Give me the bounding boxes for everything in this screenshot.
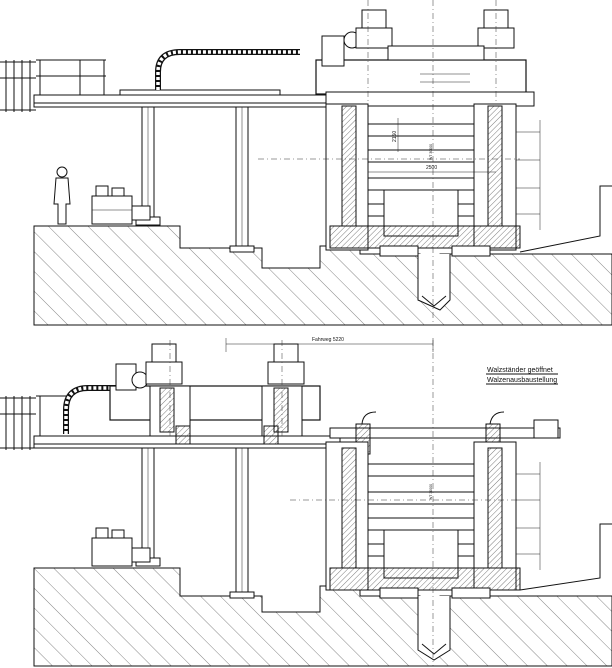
foundation-bottom xyxy=(33,567,612,667)
pit-bottom xyxy=(417,596,451,661)
railing-left-top xyxy=(0,59,106,112)
dimensions-top: 2500 2150 WT 30000 xyxy=(368,118,496,173)
title-line-1: Walzständer geöffnet xyxy=(487,367,553,374)
railing-left-bottom xyxy=(0,395,70,450)
title-block: Walzständer geöffnet Walzenausbaustellun… xyxy=(486,367,558,385)
foundation-top xyxy=(33,225,612,326)
person-figure-top xyxy=(53,166,71,225)
drive-unit-bottom xyxy=(91,527,151,567)
platform-beam-top xyxy=(33,87,361,109)
dimension-label-wt-bottom: WT 30000 xyxy=(429,484,433,500)
dimension-label-height: 2150 xyxy=(392,131,398,142)
title-line-2: Walzenausbaustellung xyxy=(487,377,557,384)
drive-unit-top xyxy=(91,185,151,225)
roll-stand-top xyxy=(325,103,541,257)
roll-stand-bottom xyxy=(325,411,541,599)
bottom-view: Fahrweg 5220 Walzständer geöffnet Walzen… xyxy=(0,337,612,667)
top-view: 2500 2150 WT 30000 xyxy=(0,0,612,326)
dimension-label-width: 2500 xyxy=(426,165,437,171)
dimension-label-wt: WT 30000 xyxy=(429,144,433,160)
cable-carrier-top xyxy=(155,49,300,90)
upper-frame-top xyxy=(315,9,535,107)
travel-dimension-label: Fahrweg 5220 xyxy=(312,337,344,343)
cable-carrier-bottom xyxy=(63,385,120,434)
upper-frame-bottom xyxy=(109,340,321,445)
pit-top xyxy=(417,254,451,311)
support-columns-top xyxy=(135,106,255,253)
travel-dimension: Fahrweg 5220 xyxy=(225,337,434,352)
